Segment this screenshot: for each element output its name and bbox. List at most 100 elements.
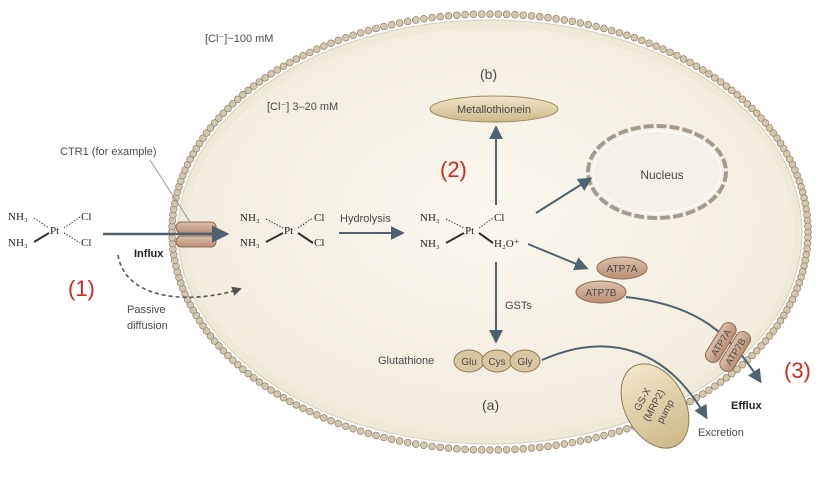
- glu-label: Glu: [461, 357, 477, 368]
- phospholipid-head: [453, 445, 461, 453]
- aquated-cl: Cl: [494, 212, 504, 224]
- ctr1-transporter: [175, 221, 217, 248]
- phospholipid-head: [233, 95, 242, 104]
- phospholipid-head: [699, 390, 707, 398]
- phospholipid-head: [436, 443, 445, 452]
- phospholipid-head: [224, 104, 232, 113]
- phospholipid-head: [686, 397, 694, 406]
- aquated-pt: Pt: [465, 225, 474, 237]
- phospholipid-head: [341, 422, 350, 430]
- phospholipid-head: [286, 397, 294, 406]
- aquated-nh3-top: NH₃: [420, 212, 440, 224]
- phospholipid-head: [461, 10, 469, 19]
- phospholipid-head: [757, 342, 765, 350]
- phospholipid-head: [279, 394, 288, 402]
- phospholipid-head: [780, 311, 788, 320]
- arrow-to-atp7: [527, 243, 589, 271]
- gsts-label: GSTs: [505, 300, 532, 312]
- phospholipid-head: [486, 446, 494, 454]
- marker-a: (a): [482, 397, 499, 413]
- phospholipid-head: [652, 42, 660, 50]
- phospholipid-head: [711, 74, 719, 82]
- phospholipid-head: [249, 82, 258, 90]
- phospholipid-head: [395, 19, 404, 27]
- phospholipid-head: [765, 332, 774, 340]
- phospholipid-head: [576, 19, 585, 27]
- phospholipid-head: [477, 446, 486, 454]
- phospholipid-head: [615, 427, 624, 435]
- phospholipid-head: [494, 10, 503, 18]
- phospholipid-head: [219, 109, 228, 118]
- phospholipid-head: [219, 346, 228, 355]
- phospholipid-head: [306, 407, 314, 416]
- phospholipid-head: [728, 86, 736, 95]
- phospholipid-head: [748, 351, 756, 360]
- phospholipid-head: [705, 70, 713, 78]
- phospholipid-head: [444, 12, 453, 20]
- phospholipid-head: [494, 446, 503, 454]
- ctr1-pointer-line: [149, 159, 191, 223]
- phospholipid-head: [477, 10, 486, 18]
- glutathione-label: Glutathione: [378, 355, 434, 367]
- phospholipid-head: [412, 440, 420, 448]
- phospholipid-head: [341, 34, 350, 42]
- phospholipid-head: [705, 386, 713, 394]
- phospholipid-head: [773, 322, 781, 330]
- passive-label: Passive: [127, 304, 166, 316]
- phospholipid-head: [679, 55, 688, 63]
- phospholipid-head: [255, 378, 264, 386]
- phospholipid-head: [544, 13, 552, 22]
- phospholipid-head: [716, 78, 725, 86]
- cisplatin-out-cl-bottom: Cl: [81, 237, 91, 249]
- phospholipid-head: [356, 29, 365, 37]
- phospholipid-head: [267, 70, 275, 78]
- phospholipid-head: [299, 51, 307, 60]
- efflux-arrow: [625, 296, 762, 384]
- cisplatin-out-pt: Pt: [50, 225, 59, 237]
- gsx-pump: GS-X (MRP2) pump: [620, 363, 690, 449]
- chloride-inside-label: [Cl⁻] 3–20 mM: [267, 101, 338, 113]
- atp7a-label: ATP7A: [607, 264, 638, 275]
- cisplatin-in-cl-bottom: Cl: [314, 237, 324, 249]
- phospholipid-head: [261, 74, 269, 82]
- nucleus-node: Nucleus: [586, 124, 728, 220]
- phospholipid-head: [738, 95, 747, 104]
- aquated-cisplatin: NH₃ NH₃ Pt Cl H₂O⁺: [420, 212, 520, 250]
- phospholipid-head: [765, 124, 774, 132]
- phospholipid-head: [630, 34, 639, 42]
- phospholipid-head: [195, 316, 204, 325]
- phospholipid-head: [239, 91, 247, 99]
- phospholipid-head: [356, 427, 365, 435]
- phospholipid-head: [519, 11, 527, 19]
- phospholipid-head: [210, 337, 219, 345]
- phospholipid-head: [615, 29, 624, 37]
- phospholipid-head: [249, 374, 258, 382]
- phospholipid-head: [420, 441, 428, 449]
- phospholipid-head: [428, 442, 436, 451]
- phospholipid-head: [364, 26, 373, 35]
- phospholipid-head: [380, 433, 388, 442]
- phospholipid-head: [320, 42, 328, 50]
- phospholipid-head: [773, 134, 781, 142]
- phospholipid-head: [666, 48, 674, 57]
- phospholipid-head: [637, 36, 646, 45]
- phospholipid-head: [552, 15, 560, 23]
- phospholipid-head: [199, 134, 207, 142]
- phospholipid-head: [486, 10, 494, 18]
- cisplatin-out-cl-top: Cl: [81, 211, 91, 223]
- phospholipid-head: [645, 39, 653, 47]
- phospholipid-head: [372, 24, 380, 33]
- phospholipid-head: [215, 342, 223, 350]
- phospholipid-head: [255, 78, 264, 86]
- step-1-label: (1): [68, 276, 95, 301]
- phospholipid-head: [444, 444, 453, 452]
- phospholipid-head: [748, 104, 756, 113]
- phospholipid-head: [722, 82, 731, 90]
- excretion-arrow: [541, 345, 708, 420]
- phospholipid-head: [584, 20, 593, 29]
- phospholipid-head: [210, 119, 219, 127]
- phospholipid-head: [743, 100, 752, 108]
- phospholipid-head: [535, 443, 544, 452]
